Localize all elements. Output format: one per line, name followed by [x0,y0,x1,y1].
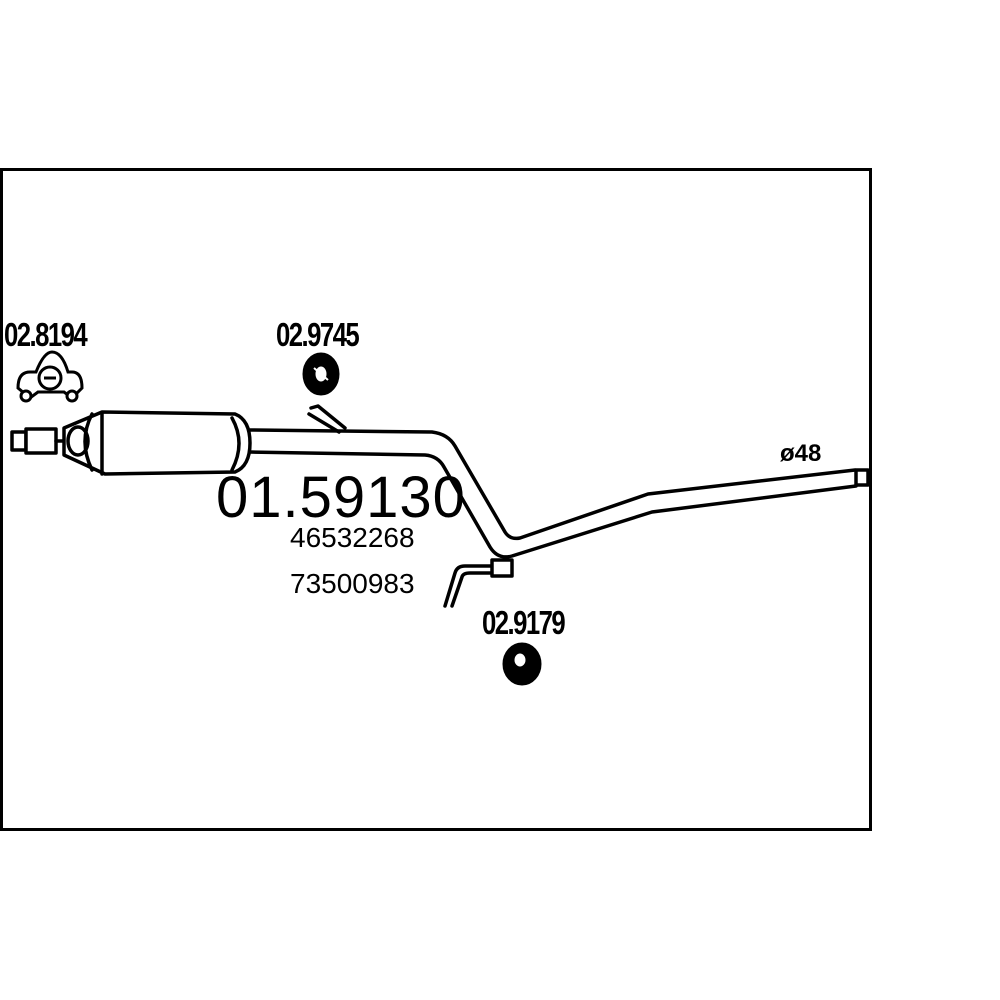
accessory-label-2: 02.9745 [276,316,360,353]
oem-number-1: 46532268 [290,522,415,553]
rubber-hanger-icon [16,350,84,403]
rubber-mount-icon [502,642,542,686]
accessory-label-1: 02.8194 [4,316,88,353]
pipe-diameter-label: ø48 [780,440,822,467]
diagram-frame [0,168,872,831]
main-part-number: 01.59130 [216,465,466,530]
accessory-label-3: 02.9179 [482,604,566,641]
oem-number-2: 73500983 [290,568,415,599]
hanger-rod [307,404,347,434]
rubber-ring-icon [302,352,340,396]
inlet-flange [10,427,66,455]
middle-silencer [62,410,252,476]
exhaust-pipe [248,428,870,559]
pipe-bracket [443,558,514,608]
